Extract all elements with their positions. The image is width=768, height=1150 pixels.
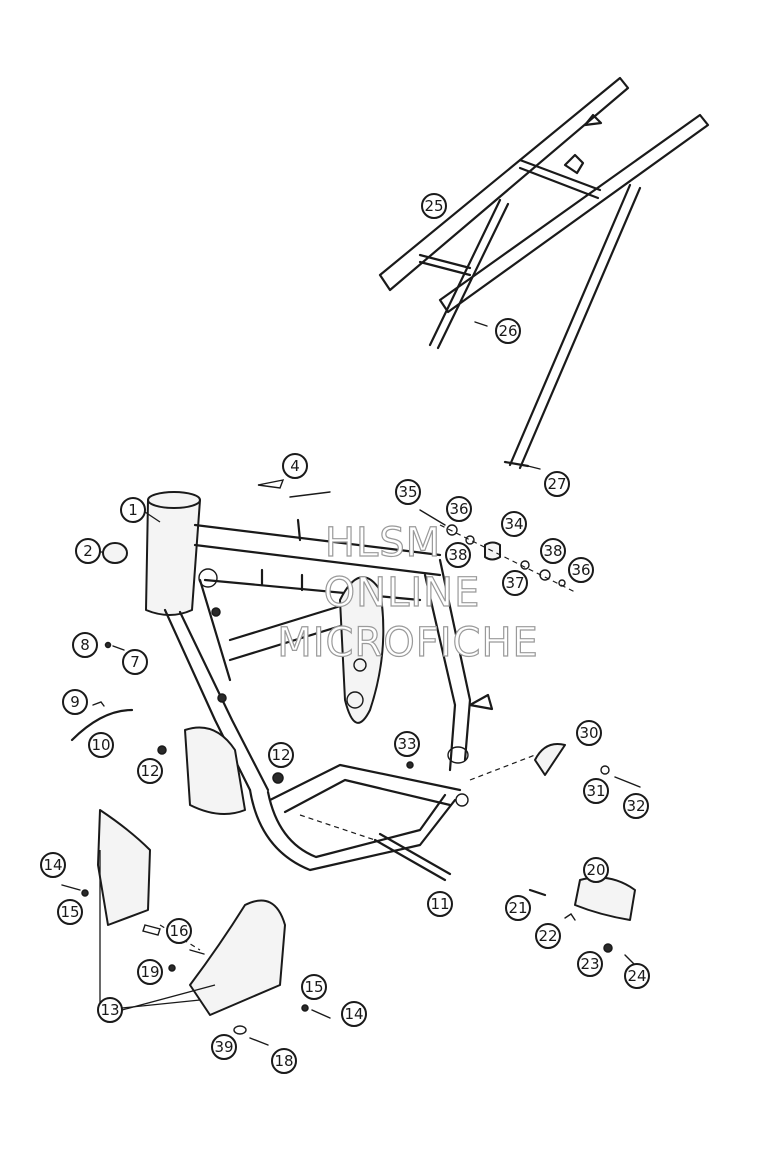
watermark-line-1: HLSM [325,520,441,566]
callout-38a: 38 [445,542,471,568]
svg-text:26: 26 [498,322,517,340]
svg-text:39: 39 [214,1038,233,1056]
svg-text:24: 24 [627,967,646,985]
svg-text:30: 30 [579,724,598,742]
svg-text:16: 16 [169,922,188,940]
svg-text:11: 11 [430,895,449,913]
svg-text:37: 37 [505,574,524,592]
callout-15a: 15 [57,899,83,925]
callout-30: 30 [576,720,602,746]
watermark-line-2: ONLINE [324,570,481,616]
svg-text:12: 12 [271,746,290,764]
svg-text:33: 33 [397,735,416,753]
svg-text:13: 13 [100,1001,119,1019]
svg-text:31: 31 [586,782,605,800]
callout-39: 39 [211,1034,237,1060]
loose-parts [61,321,641,1046]
svg-text:14: 14 [43,856,62,874]
callout-13: 13 [97,997,123,1023]
svg-text:38: 38 [448,546,467,564]
callout-12b: 12 [268,742,294,768]
callout-33: 33 [394,731,420,757]
callout-18: 18 [271,1048,297,1074]
callout-38b: 38 [540,538,566,564]
callout-16: 16 [166,918,192,944]
callout-37: 37 [502,570,528,596]
svg-text:14: 14 [344,1005,363,1023]
callout-36b: 36 [568,557,594,583]
callout-35: 35 [395,479,421,505]
callout-24: 24 [624,963,650,989]
svg-text:19: 19 [140,963,159,981]
callout-4: 4 [282,453,308,479]
subframe-part [378,76,710,470]
callout-12a: 12 [137,758,163,784]
svg-text:22: 22 [538,927,557,945]
callout-8: 8 [72,632,98,658]
svg-text:15: 15 [60,903,79,921]
main-frame-part [145,491,494,872]
watermark-line-3: MICROFICHE [277,620,539,666]
svg-text:27: 27 [547,475,566,493]
svg-text:7: 7 [130,653,140,671]
callout-21: 21 [505,895,531,921]
svg-text:32: 32 [626,797,645,815]
svg-text:10: 10 [91,736,110,754]
leader-lines [99,511,216,1011]
svg-text:36: 36 [571,561,590,579]
callout-34: 34 [501,511,527,537]
svg-text:21: 21 [508,899,527,917]
svg-text:2: 2 [83,542,93,560]
callout-25: 25 [421,193,447,219]
callout-26: 26 [495,318,521,344]
svg-text:12: 12 [140,762,159,780]
callout-7: 7 [122,649,148,675]
callout-10: 10 [88,732,114,758]
svg-text:4: 4 [290,457,300,475]
callout-11: 11 [427,891,453,917]
svg-text:1: 1 [128,501,138,519]
svg-text:20: 20 [586,861,605,879]
callout-32: 32 [623,793,649,819]
svg-text:25: 25 [424,197,443,215]
callout-1: 1 [120,497,146,523]
callout-31: 31 [583,778,609,804]
callout-14a: 14 [40,852,66,878]
svg-text:34: 34 [504,515,523,533]
callout-19: 19 [137,959,163,985]
svg-text:38: 38 [543,542,562,560]
svg-text:9: 9 [70,693,80,711]
callout-14b: 14 [341,1001,367,1027]
callout-36a: 36 [446,496,472,522]
svg-text:18: 18 [274,1052,293,1070]
watermark: HLSM ONLINE MICROFICHE [277,519,539,666]
callout-15b: 15 [301,974,327,1000]
svg-text:36: 36 [449,500,468,518]
svg-text:8: 8 [80,636,90,654]
callout-22: 22 [535,923,561,949]
callout-9: 9 [62,689,88,715]
callout-23: 23 [577,951,603,977]
svg-text:15: 15 [304,978,323,996]
callout-2: 2 [75,538,101,564]
svg-text:35: 35 [398,483,417,501]
callout-27: 27 [544,471,570,497]
callout-20: 20 [583,857,609,883]
svg-text:23: 23 [580,955,599,973]
